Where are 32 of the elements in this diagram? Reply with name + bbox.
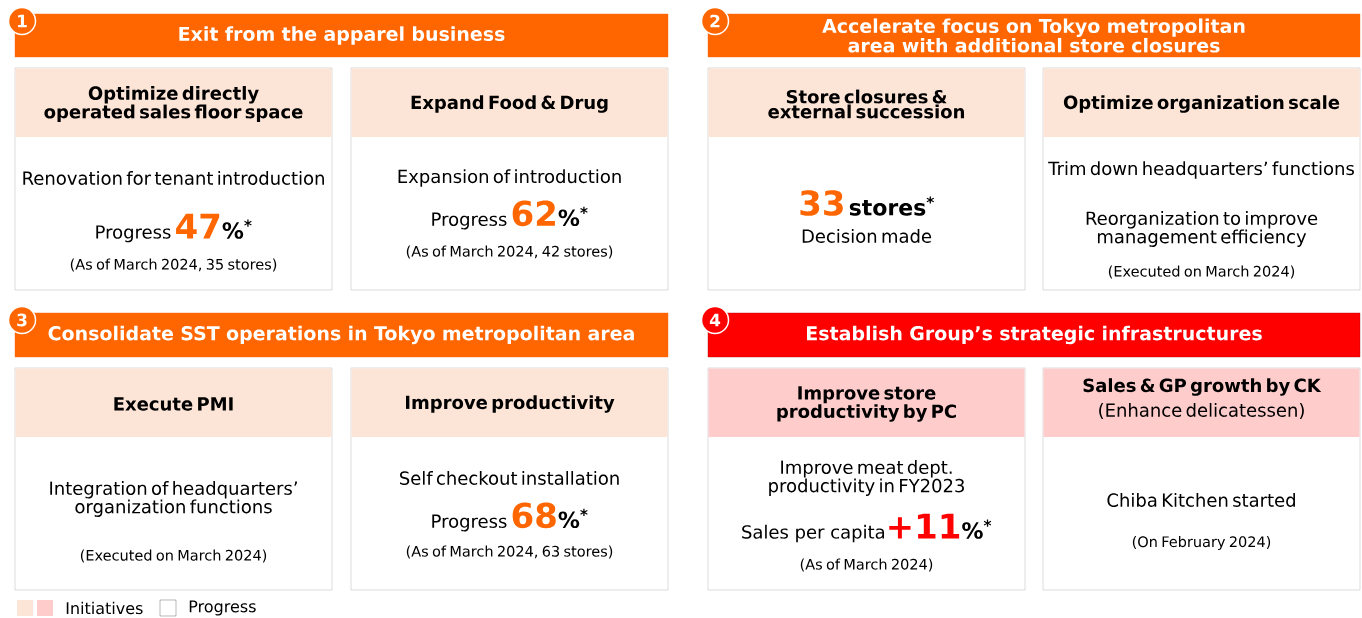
card-text: Expansion of introduction — [398, 169, 621, 187]
footnote-text: (Executed on March 2024) — [80, 549, 267, 563]
card-text: Chiba Kitchen started — [1107, 493, 1295, 507]
card-heading: Optimize organization scale — [1063, 95, 1340, 113]
card-text: Trim down headquarters’ functions — [1048, 161, 1354, 179]
number-badge: 2 — [700, 6, 730, 36]
card-text: Self checkout installation — [400, 471, 619, 485]
card-heading: (Enhance delicatessen) — [1099, 402, 1304, 419]
card-heading: Improve productivity — [405, 395, 615, 413]
card-heading: Expand Food & Drug — [411, 95, 608, 113]
number-badge: 3 — [7, 305, 37, 335]
card-text: Renovation for tenant introduction — [23, 171, 324, 185]
card-heading: Sales & GP growth by CK — [1083, 378, 1322, 396]
legend-label: Initiatives — [66, 601, 143, 615]
card-text: Reorganization to improve management efficiency — [1086, 211, 1318, 247]
footnote-text: (As of March 2024) — [800, 558, 933, 572]
card-heading: Execute PMI — [114, 397, 233, 411]
card-text: Decision made — [802, 229, 932, 243]
card-heading: Optimize directly operated sales floor space — [44, 86, 303, 122]
card-heading: Improve store productivity by PC — [777, 386, 956, 422]
number-badge: 1 — [7, 6, 37, 36]
footnote-text: (As of March 2024, 63 stores) — [406, 545, 613, 559]
legend-label: Progress — [189, 600, 256, 616]
footnote-text: (As of March 2024, 35 stores) — [70, 258, 277, 272]
progress-line: 33 stores$^{*}$ — [800, 190, 934, 216]
card-heading: Store closures & external succession — [768, 89, 964, 119]
footnote-text: (As of March 2024, 42 stores) — [406, 245, 613, 259]
footnote-text: (Executed on March 2024) — [1108, 265, 1295, 279]
footnote-text: (On February 2024) — [1132, 535, 1271, 550]
card-text: Improve meat dept. productivity in FY2023 — [769, 460, 964, 496]
number-badge: 4 — [700, 305, 730, 335]
card-text: Integration of headquarters’ organization functions — [50, 481, 297, 517]
